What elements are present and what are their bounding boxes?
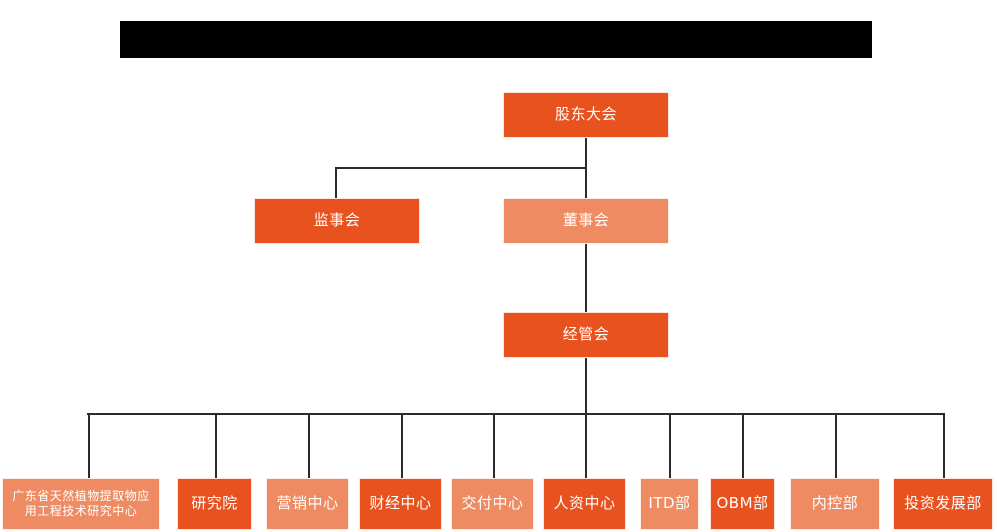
org-node-label: 广东省天然植物提取物应 用工程技术研究中心 bbox=[12, 488, 150, 518]
connector-shareholders-down bbox=[585, 138, 587, 168]
connector-supervisors-up bbox=[335, 168, 337, 198]
org-node[interactable]: 股东大会 bbox=[503, 92, 669, 138]
org-node-label: 监事会 bbox=[313, 211, 361, 230]
redacted-title-banner bbox=[120, 21, 872, 58]
org-node-label: ITD部 bbox=[648, 494, 691, 513]
org-node-label: 人资中心 bbox=[553, 494, 616, 513]
org-node-label: OBM部 bbox=[716, 494, 769, 513]
org-node-label: 营销中心 bbox=[276, 494, 339, 513]
connector-drop-research-center bbox=[88, 414, 90, 478]
org-node[interactable]: 监事会 bbox=[254, 198, 420, 244]
connector-drop-internal-control bbox=[835, 414, 837, 478]
org-node[interactable]: 人资中心 bbox=[543, 478, 626, 530]
connector-drop-obm bbox=[742, 414, 744, 478]
org-node-label: 投资发展部 bbox=[904, 494, 982, 513]
connector-drop-institute bbox=[215, 414, 217, 478]
connector-board-to-management bbox=[585, 244, 587, 312]
org-node[interactable]: 交付中心 bbox=[451, 478, 534, 530]
org-node[interactable]: ITD部 bbox=[640, 478, 699, 530]
org-node-label: 研究院 bbox=[191, 494, 238, 513]
connector-level4-bus bbox=[87, 413, 945, 415]
org-node[interactable]: 财经中心 bbox=[359, 478, 442, 530]
connector-drop-hr bbox=[585, 414, 587, 478]
connector-drop-itd bbox=[669, 414, 671, 478]
org-node[interactable]: 广东省天然植物提取物应 用工程技术研究中心 bbox=[2, 478, 160, 530]
connector-board-up bbox=[585, 168, 587, 198]
connector-level2-bus bbox=[335, 167, 587, 169]
org-node-label: 财经中心 bbox=[369, 494, 432, 513]
connector-drop-marketing bbox=[308, 414, 310, 478]
org-node[interactable]: 研究院 bbox=[177, 478, 252, 530]
org-node-label: 交付中心 bbox=[461, 494, 524, 513]
org-node-label: 董事会 bbox=[562, 211, 610, 230]
org-node[interactable]: 内控部 bbox=[790, 478, 880, 530]
connector-drop-finance bbox=[401, 414, 403, 478]
org-node[interactable]: 董事会 bbox=[503, 198, 669, 244]
org-node-label: 股东大会 bbox=[554, 105, 617, 124]
connector-drop-delivery bbox=[493, 414, 495, 478]
org-node[interactable]: OBM部 bbox=[710, 478, 775, 530]
connector-drop-investment bbox=[943, 414, 945, 478]
org-node-label: 内控部 bbox=[811, 494, 859, 513]
org-node[interactable]: 经管会 bbox=[503, 312, 669, 358]
connector-management-to-bus bbox=[585, 358, 587, 414]
org-node[interactable]: 营销中心 bbox=[266, 478, 349, 530]
org-node-label: 经管会 bbox=[562, 325, 610, 344]
org-node[interactable]: 投资发展部 bbox=[893, 478, 993, 530]
